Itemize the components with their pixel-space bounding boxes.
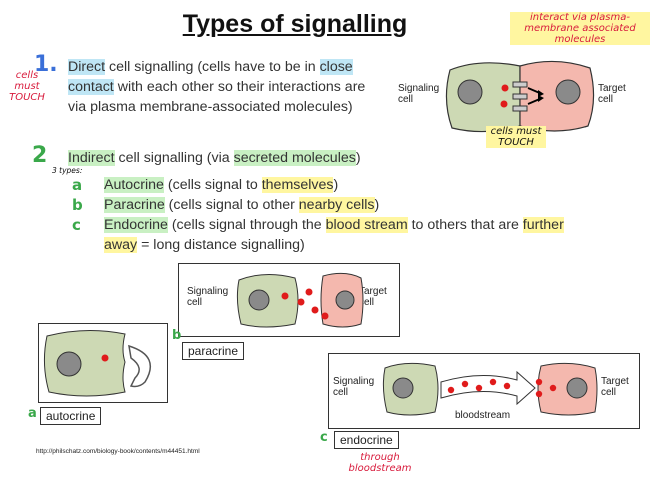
endocrine-marker: c — [320, 430, 328, 445]
signal-molecule — [475, 384, 483, 392]
bloodstream-vessel — [440, 370, 536, 406]
autocrine-label: autocrine — [40, 407, 102, 425]
signal-molecule — [447, 386, 455, 394]
item1-number: 1. — [34, 52, 58, 77]
paracrine-target-label: Target cell — [359, 286, 387, 308]
item2-text: Indirect cell signalling (via secreted m… — [68, 148, 408, 168]
item2-text-a: cell signalling (via — [114, 150, 234, 166]
endocrine-svg — [382, 362, 598, 416]
target-nucleus — [555, 79, 581, 105]
through-bloodstream-note: through bloodstream — [348, 452, 412, 474]
sub-c-endocrine: Endocrine — [104, 217, 168, 233]
sub-b-marker: b — [72, 196, 83, 214]
signaling-nucleus — [457, 79, 483, 105]
sub-a-autocrine: Autocrine — [104, 177, 164, 193]
direct-signaling-diagram — [445, 60, 595, 133]
paracrine-target-nucleus — [335, 290, 355, 310]
direct-target-label: Target cell — [598, 83, 626, 105]
paracrine-diagram: Signaling cell Target cell — [178, 263, 400, 337]
endocrine-diagram: Signaling cell Target cell bloodstream — [328, 353, 640, 429]
signal-molecule — [297, 298, 305, 306]
sub-a-themselves: themselves — [261, 177, 334, 193]
item2-indirect: Indirect — [68, 150, 115, 166]
source-url: http://philschatz.com/biology-book/conte… — [36, 448, 200, 455]
cells-must-touch-note: cells must TOUCH — [9, 70, 45, 103]
item2-text-b: ) — [355, 150, 361, 166]
sub-b-text-a: (cells signal to other — [164, 197, 299, 213]
signal-molecule — [321, 312, 329, 320]
signal-molecule — [101, 354, 109, 362]
direct-signaling-label: Signaling cell — [398, 83, 440, 105]
paracrine-nucleus — [248, 289, 270, 311]
endocrine-target-nucleus — [566, 377, 588, 399]
signal-molecule — [305, 288, 313, 296]
signal-molecule — [535, 378, 543, 386]
sub-a-text: Autocrine (cells signal to themselves) — [104, 175, 404, 195]
paracrine-signaling-label: Signaling cell — [187, 286, 229, 308]
sub-c-marker: c — [72, 216, 81, 234]
page-title: Types of signalling — [182, 10, 408, 38]
sub-b-paracrine: Paracrine — [104, 197, 165, 213]
sub-c-blood-stream: blood stream — [325, 217, 408, 233]
endocrine-signaling-label: Signaling cell — [333, 376, 375, 398]
signal-molecule — [503, 382, 511, 390]
signal-molecule — [489, 378, 497, 386]
item1-direct: Direct — [68, 59, 106, 75]
signal-molecule — [501, 84, 509, 92]
autocrine-nucleus — [56, 351, 82, 377]
signal-molecule — [461, 380, 469, 388]
sub-b-text: Paracrine (cells signal to other nearby … — [104, 195, 424, 215]
paracrine-label: paracrine — [182, 342, 245, 360]
sub-a-text-b: ) — [333, 177, 339, 193]
paracrine-marker: b — [172, 328, 182, 343]
sub-c-text-a: (cells signal through the — [167, 217, 326, 233]
sub-c-text-b: to others that are — [407, 217, 523, 233]
endocrine-label: endocrine — [334, 431, 399, 449]
signaling-cell-shape — [445, 62, 521, 133]
autocrine-arrow — [128, 344, 151, 388]
membrane-receptor — [512, 81, 528, 88]
sub-a-text-a: (cells signal to — [163, 177, 262, 193]
sub-c-text: Endocrine (cells signal through the bloo… — [104, 215, 599, 255]
endocrine-target-label: Target cell — [601, 376, 629, 398]
sub-b-nearby-cells: nearby cells — [298, 197, 375, 213]
three-types-note: 3 types: — [52, 166, 83, 175]
signal-arrowhead — [538, 90, 544, 102]
signal-molecule — [311, 306, 319, 314]
autocrine-marker: a — [28, 406, 37, 421]
signal-molecule — [500, 100, 508, 108]
signal-molecule — [535, 390, 543, 398]
autocrine-svg — [43, 329, 151, 397]
membrane-receptor — [512, 105, 528, 112]
item1-text: Direct cell signalling (cells have to be… — [68, 57, 386, 117]
endocrine-nucleus — [392, 377, 414, 399]
signal-molecule — [549, 384, 557, 392]
sub-a-marker: a — [72, 176, 83, 194]
bloodstream-label: bloodstream — [455, 410, 511, 421]
signal-molecule — [281, 292, 289, 300]
autocrine-diagram — [38, 323, 168, 403]
item1-text-a: cell signalling (cells have to be in — [105, 59, 320, 75]
direct-cells-touch-note: cells must TOUCH — [486, 126, 546, 148]
sub-c-text-c: = long distance signalling) — [137, 237, 305, 253]
direct-annotation: interact via plasma-membrane associated … — [510, 12, 650, 45]
membrane-receptor — [512, 93, 528, 100]
item1-text-b: with each other so their interactions ar… — [68, 79, 366, 115]
autocrine-cell — [43, 329, 126, 397]
item2-number: 2 — [32, 143, 48, 168]
sub-b-text-b: ) — [374, 197, 380, 213]
paracrine-svg — [236, 272, 364, 328]
item2-secreted-molecules: secreted molecules — [233, 150, 356, 166]
